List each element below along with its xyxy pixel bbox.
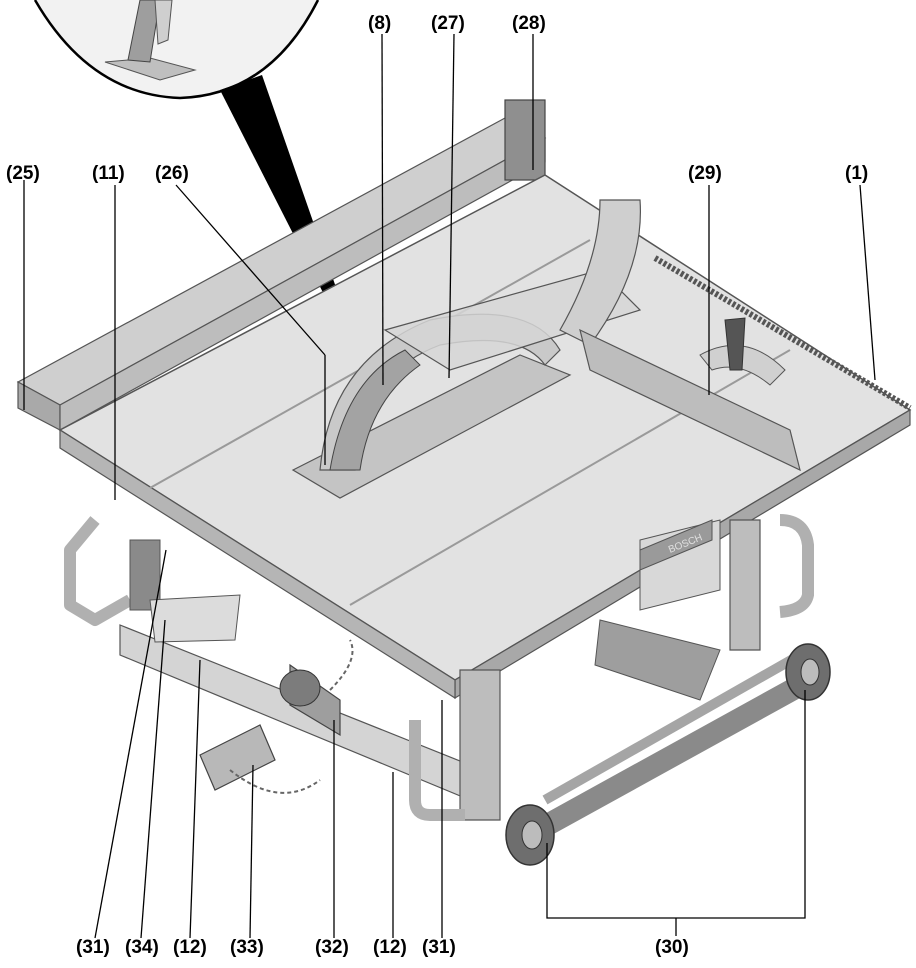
callout-31-right: (31)	[422, 937, 456, 958]
transport-wheels	[505, 643, 831, 866]
dust-extraction	[199, 639, 354, 794]
callout-26: (26)	[155, 163, 189, 184]
callout-12-right: (12)	[373, 937, 407, 958]
callout-28: (28)	[512, 13, 546, 34]
callout-32: (32)	[315, 937, 349, 958]
leader-lines	[23, 33, 876, 939]
blade-guard	[319, 199, 642, 471]
callout-33: (33)	[230, 937, 264, 958]
rear-rail	[16, 99, 547, 432]
callout-1: (1)	[845, 163, 869, 184]
callout-8: (8)	[368, 13, 392, 34]
callout-27: (27)	[431, 13, 465, 34]
callout-31-left: (31)	[76, 937, 110, 958]
callout-12-left: (12)	[173, 937, 207, 958]
callout-29: (29)	[688, 163, 722, 184]
detail-magnifier	[33, 0, 320, 100]
stand-frame	[64, 514, 814, 821]
mitre-gauge	[579, 317, 801, 472]
callout-30: (30)	[655, 937, 689, 958]
callout-25: (25)	[6, 163, 40, 184]
callout-34: (34)	[125, 937, 159, 958]
callout-11: (11)	[92, 163, 125, 184]
